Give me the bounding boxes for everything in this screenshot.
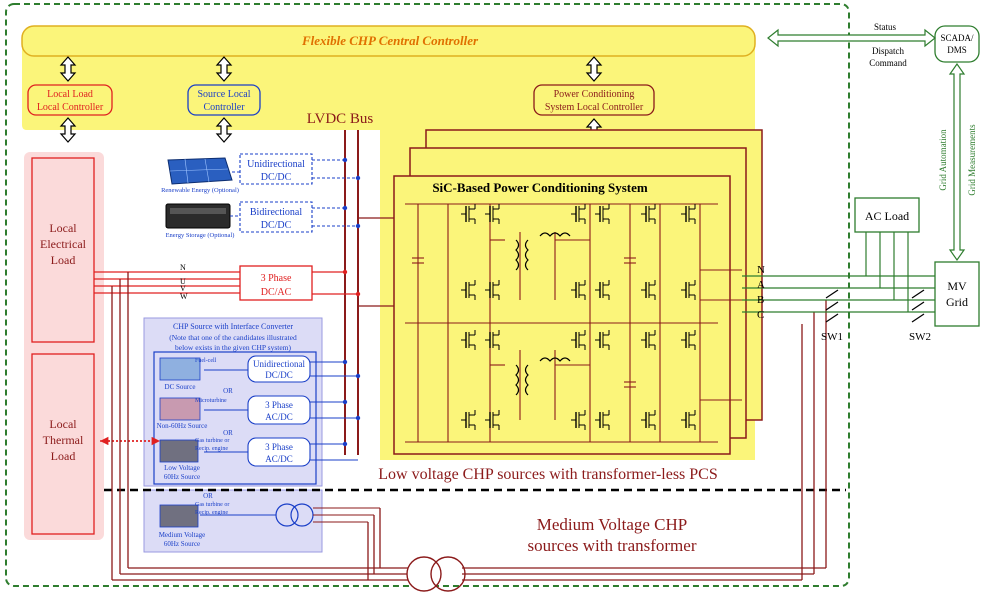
mv-gas-turbine-image [160,505,198,527]
fuel-cell-label: Fuel-cell [195,358,217,364]
lv60-line1: Low Voltage [164,464,200,472]
mv60-line1: Medium Voltage [159,531,206,539]
storage-caption: Energy Storage (Optional) [166,232,235,239]
mv60-line2: 60Hz Source [164,540,200,548]
storage-converter-line1: Bidirectional [250,207,302,218]
thermal-load-line3: Load [51,449,76,463]
sw1-label: SW1 [821,331,843,343]
scada-line2: DMS [947,45,967,55]
pcs-title: SiC-Based Power Conditioning System [432,180,648,195]
lv-caption: Low voltage CHP sources with transformer… [378,466,718,483]
dcac-line1: 3 Phase [261,273,292,284]
dc-source-label: DC Source [165,383,196,391]
storage-converter-line2: DC/DC [261,220,292,231]
local-load-controller-line2: Local Controller [37,102,104,113]
dcac-line2: DC/AC [261,287,292,298]
lvdc-bus-label: LVDC Bus [307,111,374,127]
mv-gas-turbine-line1: Gas turbine or [195,502,229,508]
gas-turbine-line1: Gas turbine or [195,438,229,444]
mv-caption-line2: sources with transformer [527,536,696,555]
sw2-label: SW2 [909,331,931,343]
grid-measurements-label: Grid Measurements [967,124,977,196]
pcs-front-panel [394,176,730,454]
grid-measurement-arrow [950,64,964,260]
lv60-line2: 60Hz Source [164,473,200,481]
electrical-load-line2: Electrical [40,237,87,251]
microturbine-label: Microturbine [195,398,227,404]
grid-phase-c: C [757,309,764,321]
microturbine-image [160,398,200,420]
source-local-controller-line1: Source Local [197,89,250,100]
grid-phase-b: B [757,294,764,306]
central-controller-title: Flexible CHP Central Controller [301,33,479,48]
scada-line1: SCADA/ [940,33,974,43]
pcs-local-controller-line1: Power Conditioning [554,89,635,100]
dispatch-line2: Command [869,58,907,68]
chp-conv1-line1: Unidirectional [253,359,305,369]
or-label-2: OR [223,429,233,437]
renewable-caption: Renewable Energy (Optional) [161,187,239,194]
chp-panel-note2: below exists in the given CHP system) [175,343,291,352]
renewable-converter-line1: Unidirectional [247,159,305,170]
source-local-controller-line2: Controller [203,102,245,113]
inverter-phase-lines [94,272,240,293]
fuel-cell-image [160,358,200,380]
pcs-local-controller-line2: System Local Controller [545,102,644,113]
local-load-controller-line1: Local Load [47,89,93,100]
grid-phase-n: N [757,264,765,276]
mv-grid-box [935,262,979,326]
dispatch-line1: Dispatch [872,46,904,56]
chp-conv3-line1: 3 Phase [265,442,293,452]
renewable-converter-line2: DC/DC [261,172,292,183]
gas-turbine-line2: Recip. engine [195,446,228,452]
chp-conv1-line2: DC/DC [265,370,293,380]
switch-sw1 [826,290,838,322]
mv-caption-line1: Medium Voltage CHP [537,515,688,534]
chp-conv3-line2: AC/DC [265,454,293,464]
gas-turbine-image [160,440,198,462]
scada-link-arrow [768,30,935,46]
phase-n-label: N [180,263,186,272]
chp-panel-title: CHP Source with Interface Converter [173,322,293,331]
non60-label: Non-60Hz Source [157,422,208,430]
or-label-3: OR [203,492,213,500]
grid-automation-label: Grid Automation [938,129,948,191]
ac-load-label: AC Load [865,209,909,223]
mv-grid-line1: MV [947,279,967,293]
or-label-1: OR [223,387,233,395]
grid-phase-a: A [757,279,765,291]
chp-panel-note1: (Note that one of the candidates illustr… [169,333,297,342]
electrical-load-line1: Local [49,221,77,235]
electrical-load-line3: Load [51,253,76,267]
phase-w-label: W [180,292,188,301]
grid-phase-lines [742,276,935,312]
scada-dms-box [935,26,979,62]
battery-image [166,204,230,228]
chp-conv2-line1: 3 Phase [265,400,293,410]
chp-conv2-line2: AC/DC [265,412,293,422]
thermal-load-line2: Thermal [43,433,84,447]
mv-grid-line2: Grid [946,295,968,309]
thermal-load-line1: Local [49,417,77,431]
switch-sw2 [912,290,924,322]
status-label: Status [874,22,897,32]
